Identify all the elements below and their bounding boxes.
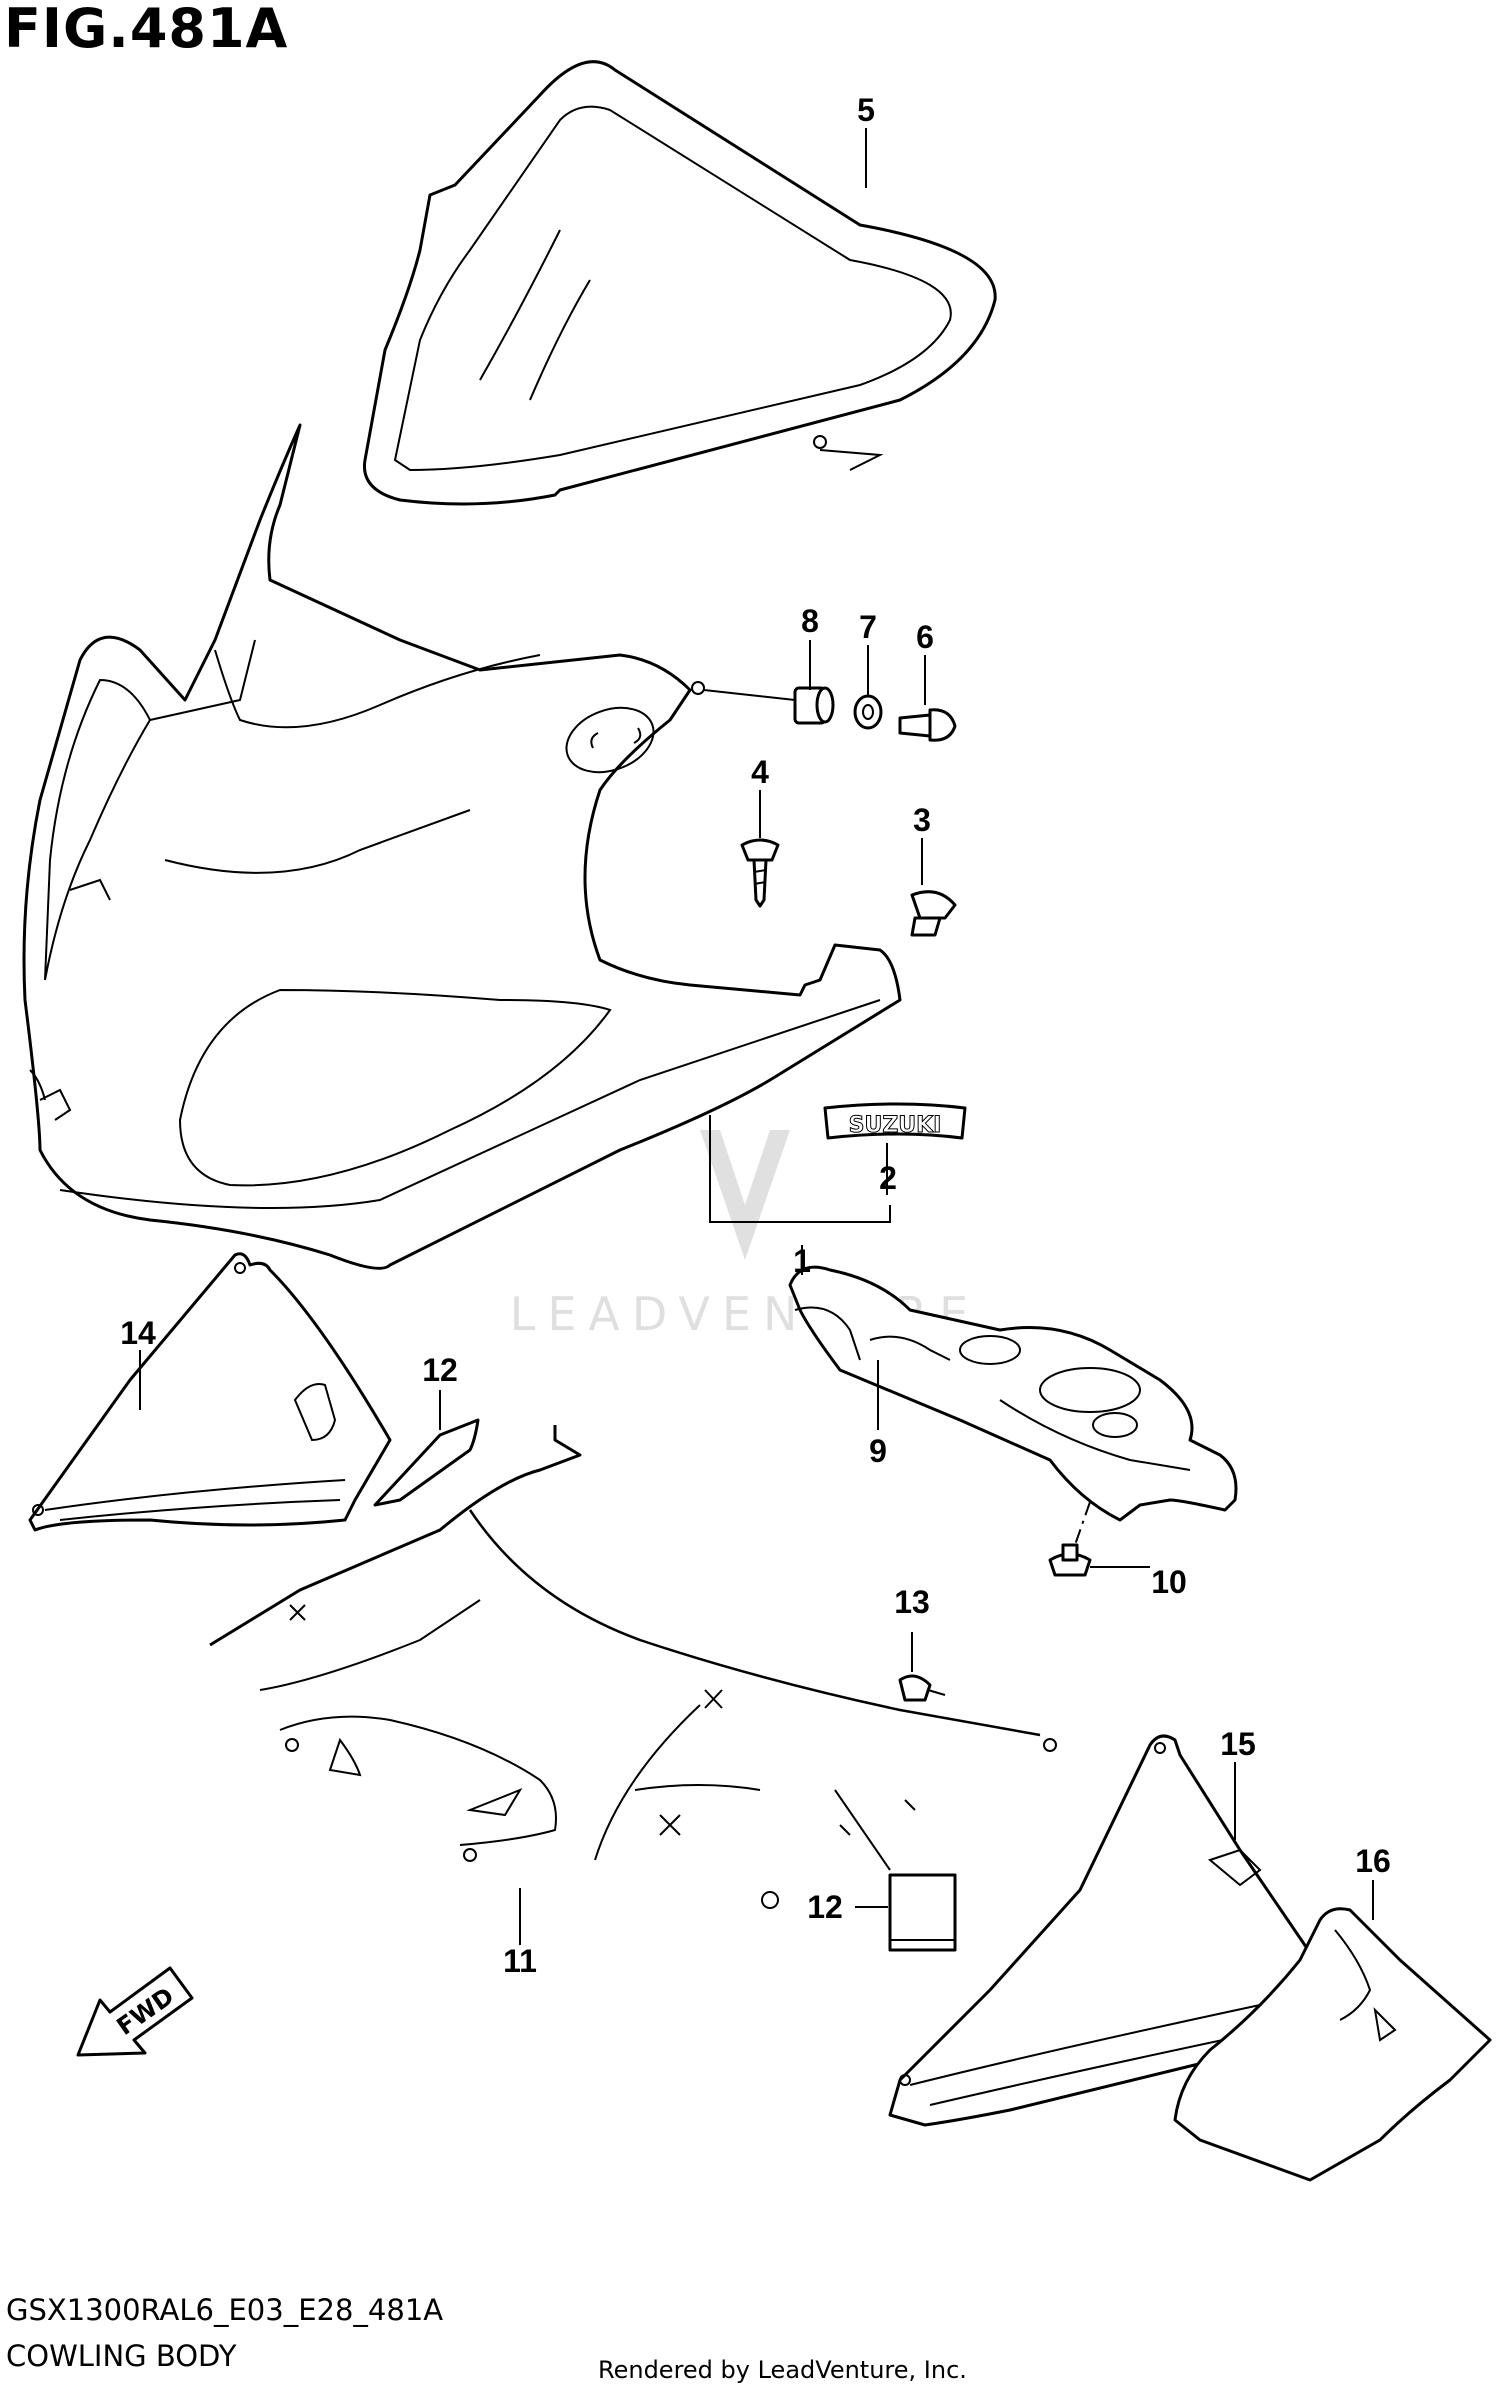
collar-part-8[interactable] xyxy=(703,686,835,725)
callout-12-lower: 12 xyxy=(807,1889,843,1925)
callout-labels: 5 8 7 6 4 3 2 1 14 12 9 10 13 15 16 11 1… xyxy=(120,92,1391,1979)
callout-16: 16 xyxy=(1355,1843,1391,1879)
callout-3: 3 xyxy=(913,802,931,838)
figure-title: FIG.481A xyxy=(4,0,289,60)
callout-8: 8 xyxy=(801,603,819,639)
leader-lines xyxy=(139,128,1374,1945)
screw-part-4[interactable] xyxy=(740,838,780,908)
screw-part-10[interactable] xyxy=(1048,1501,1092,1577)
callout-1: 1 xyxy=(793,1243,811,1279)
callout-10: 10 xyxy=(1151,1564,1187,1600)
render-credit: Rendered by LeadVenture, Inc. xyxy=(598,2356,967,2384)
callout-7: 7 xyxy=(859,609,877,645)
callout-15: 15 xyxy=(1220,1726,1256,1762)
callout-9: 9 xyxy=(869,1433,887,1469)
cover-part-16[interactable] xyxy=(1173,1907,1492,2182)
drawing-code: GSX1300RAL6_E03_E28_481A xyxy=(6,2293,444,2327)
callout-12-upper: 12 xyxy=(422,1352,458,1388)
lower-cowling-part-11[interactable] xyxy=(209,1425,1057,1909)
windscreen-part-5[interactable] xyxy=(362,60,997,506)
emblem-text: SUZUKI xyxy=(849,1113,942,1138)
callout-13: 13 xyxy=(894,1584,930,1620)
side-panel-part-14[interactable] xyxy=(28,1252,392,1532)
pad-part-12-upper[interactable] xyxy=(373,1418,480,1507)
washer-part-7[interactable] xyxy=(853,694,883,730)
callout-14: 14 xyxy=(120,1315,156,1351)
emblem-part-2[interactable]: SUZUKI xyxy=(823,1102,967,1140)
screw-part-3[interactable] xyxy=(910,890,957,937)
clip-part-13[interactable] xyxy=(898,1674,946,1702)
callout-6: 6 xyxy=(916,619,934,655)
callout-2: 2 xyxy=(879,1160,897,1196)
pad-part-12-lower[interactable] xyxy=(888,1873,957,1952)
forward-direction-arrow: FWD xyxy=(76,1966,194,2057)
callout-4: 4 xyxy=(751,754,769,790)
callout-5: 5 xyxy=(857,92,875,128)
drawing-name: COWLING BODY xyxy=(6,2339,237,2373)
inner-cover-part-9[interactable] xyxy=(788,1265,1238,1522)
callout-11: 11 xyxy=(503,1943,537,1979)
bolt-part-6[interactable] xyxy=(898,708,957,742)
upper-cowling-part-1[interactable] xyxy=(22,423,902,1270)
